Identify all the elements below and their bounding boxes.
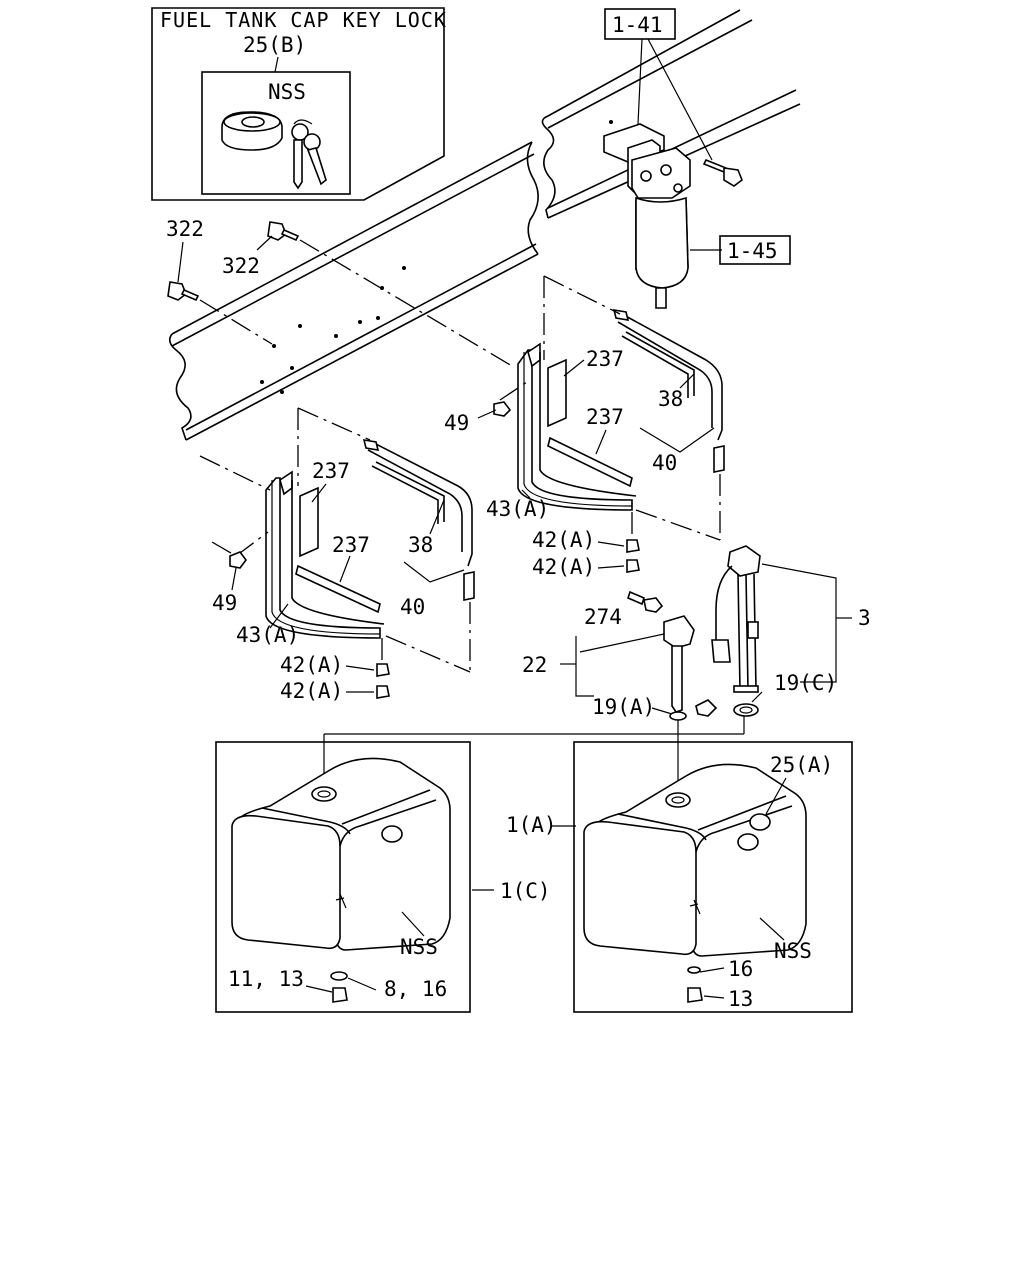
label-nss-left: NSS [400, 935, 438, 959]
label-16: 16 [728, 957, 753, 981]
label-42a-l1: 42(A) [280, 653, 343, 677]
bracket-right [493, 342, 637, 511]
label-1a: 1(A) [506, 813, 557, 837]
ref-1-45-label: 1-45 [727, 239, 778, 263]
label-1c: 1(C) [500, 879, 551, 903]
label-40-l: 40 [400, 595, 425, 619]
ref-1-41: 1-41 [604, 8, 713, 161]
label-8-16: 8, 16 [384, 977, 447, 1001]
fuel-tank-right [583, 763, 807, 1003]
label-3: 3 [858, 606, 871, 630]
label-42a-r2: 42(A) [532, 555, 595, 579]
bolt-322-upper [267, 221, 513, 367]
tank-left-box [215, 741, 471, 1013]
label-19a: 19(A) [592, 695, 655, 719]
strap-left [362, 439, 475, 672]
frame-holes [260, 266, 406, 394]
label-43a-l: 43(A) [236, 623, 299, 647]
label-40-r: 40 [652, 451, 677, 475]
label-237-r1: 237 [586, 347, 624, 371]
label-237-r2: 237 [586, 405, 624, 429]
lock-cap-icon [221, 111, 283, 151]
label-19c: 19(C) [774, 671, 837, 695]
label-42a-r1: 42(A) [532, 528, 595, 552]
inset-part-25b: 25(B) [243, 33, 306, 57]
bracket-left [229, 470, 385, 639]
label-237-l1: 237 [312, 459, 350, 483]
strap-right [612, 309, 725, 540]
label-49-r: 49 [444, 411, 469, 435]
label-237-l2: 237 [332, 533, 370, 557]
fuel-tank-left [231, 757, 451, 1003]
bolt-322-lower [167, 281, 273, 345]
label-49-l: 49 [212, 591, 237, 615]
label-11-13: 11, 13 [228, 967, 304, 991]
label-43a-r: 43(A) [486, 497, 549, 521]
frame-rail-left [168, 141, 539, 441]
inset-key-lock: FUEL TANK CAP KEY LOCK 25(B) NSS [151, 7, 447, 201]
fuel-sender [627, 590, 718, 717]
label-22: 22 [522, 653, 547, 677]
key-icon [291, 119, 327, 190]
fuel-gauge-unit [711, 545, 761, 693]
ref-1-41-label: 1-41 [612, 13, 663, 37]
inset-nss: NSS [268, 80, 306, 104]
label-38-r: 38 [658, 387, 683, 411]
tank-right-box [573, 741, 853, 1013]
inset-title: FUEL TANK CAP KEY LOCK [160, 8, 447, 32]
label-13: 13 [728, 987, 753, 1011]
label-274: 274 [584, 605, 622, 629]
label-322-b: 322 [222, 254, 260, 278]
label-25a: 25(A) [770, 753, 833, 777]
label-38-l: 38 [408, 533, 433, 557]
label-42a-l2: 42(A) [280, 679, 343, 703]
label-nss-right: NSS [774, 939, 812, 963]
label-322-a: 322 [166, 217, 204, 241]
fuel-filter-assembly: 1-45 [603, 120, 791, 309]
